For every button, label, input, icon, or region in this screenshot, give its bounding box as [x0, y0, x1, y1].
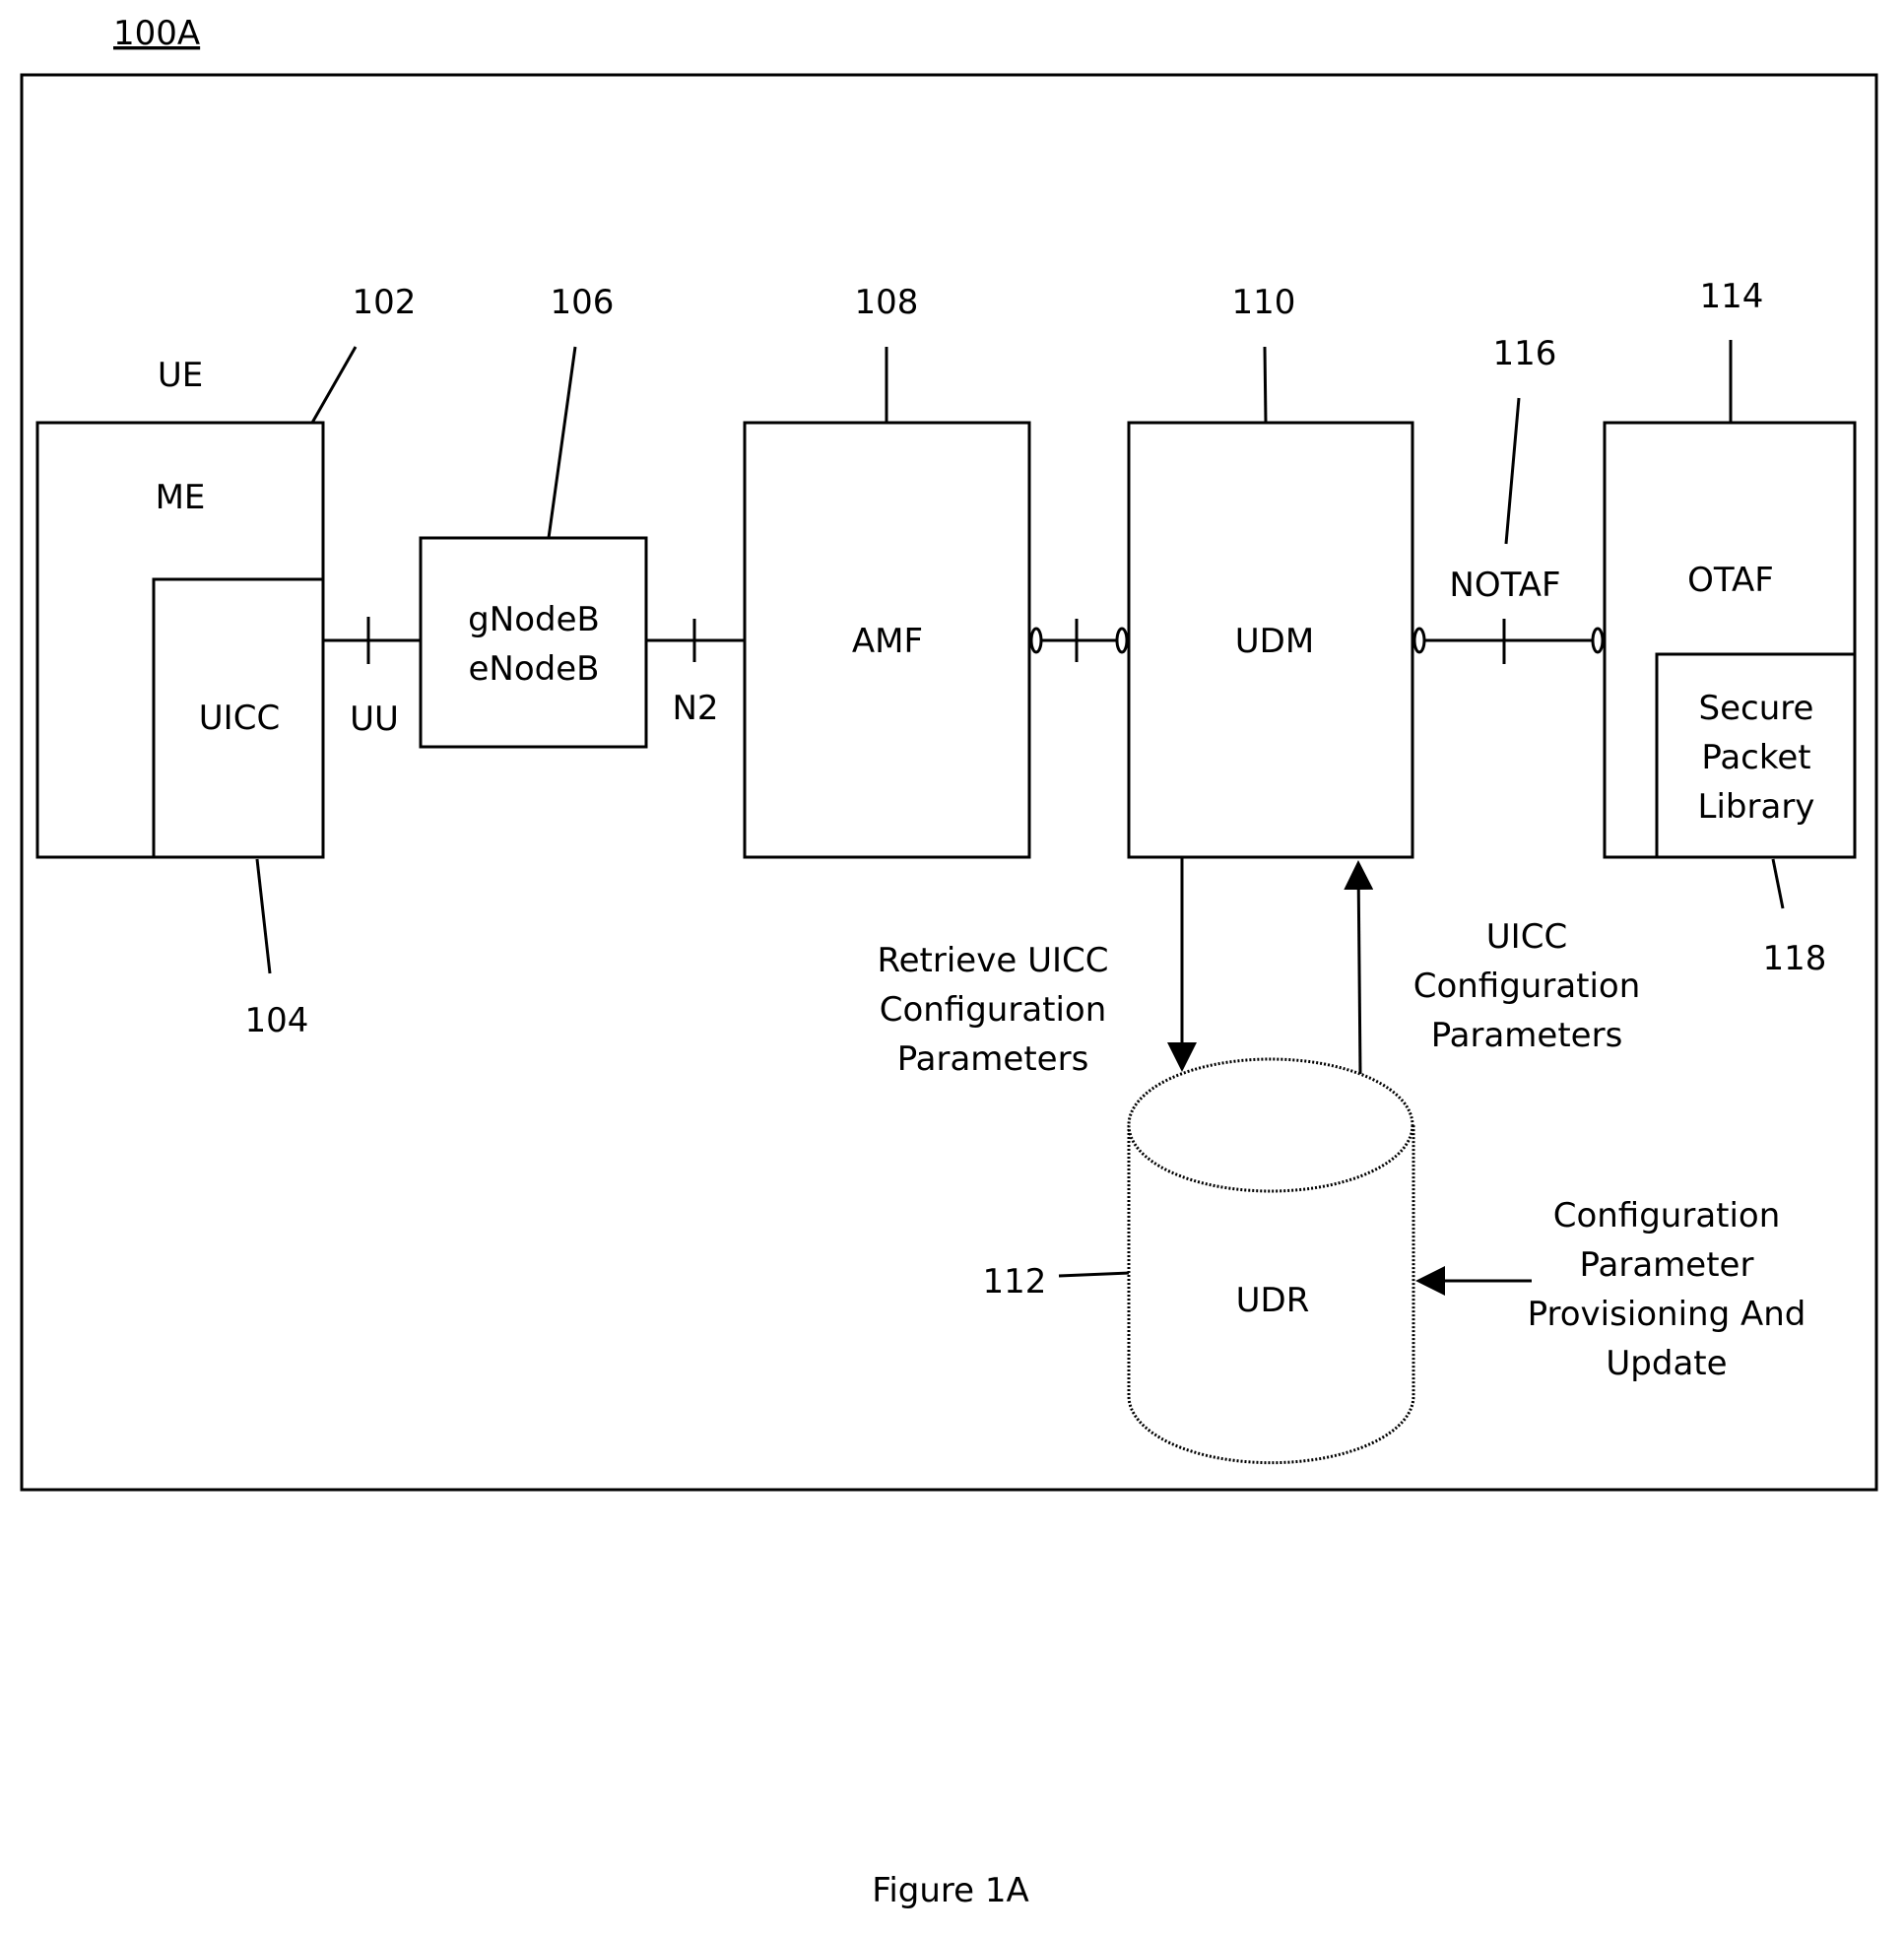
gnodeb-box [421, 538, 646, 747]
uu-label: UU [350, 700, 399, 739]
udm-ref-number: 110 [1232, 283, 1296, 322]
udr-label: UDR [1236, 1281, 1310, 1320]
retrieve-label-line-1: Retrieve UICC [878, 941, 1109, 980]
secure-packet-library-line-1: Secure [1699, 689, 1814, 728]
otaf-label: OTAF [1687, 561, 1774, 600]
enodeb-label: eNodeB [469, 649, 600, 689]
otaf-port-icon [1593, 629, 1603, 652]
config-params-line-1: UICC [1486, 917, 1567, 957]
gnodeb-label: gNodeB [468, 600, 600, 639]
retrieve-label-line-2: Configuration [880, 990, 1107, 1030]
spl-ref-number: 118 [1763, 939, 1827, 978]
otaf-ref-number: 114 [1700, 277, 1764, 316]
amf-label: AMF [852, 622, 923, 661]
uicc-label: UICC [199, 699, 280, 738]
config-params-arrow [1358, 863, 1360, 1074]
udr-ref-number: 112 [983, 1262, 1047, 1302]
notaf-label: NOTAF [1449, 566, 1560, 605]
secure-packet-library-line-3: Library [1698, 787, 1815, 827]
figure-id: 100A [113, 14, 200, 53]
udm-port-icon [1117, 629, 1127, 652]
provisioning-line-4: Update [1606, 1344, 1727, 1383]
udm-leader-line [1265, 347, 1266, 423]
figure-caption: Figure 1A [872, 1871, 1029, 1910]
config-params-line-3: Parameters [1431, 1016, 1623, 1055]
amf-ref-number: 108 [855, 283, 919, 322]
provisioning-line-1: Configuration [1553, 1196, 1781, 1235]
secure-packet-library-line-2: Packet [1701, 738, 1810, 777]
config-params-line-2: Configuration [1413, 967, 1641, 1006]
udr-cylinder-top [1129, 1059, 1412, 1191]
n2-label: N2 [672, 689, 718, 728]
provisioning-line-2: Parameter [1580, 1245, 1754, 1285]
amf-port-icon [1031, 629, 1041, 652]
notaf-ref-number: 116 [1493, 334, 1557, 373]
gnodeb-ref-number: 106 [551, 283, 615, 322]
me-label: ME [156, 478, 206, 517]
uicc-ref-number: 104 [245, 1001, 309, 1040]
udm-label: UDM [1235, 622, 1314, 661]
provisioning-line-3: Provisioning And [1528, 1295, 1806, 1334]
udm-notaf-port-icon [1414, 629, 1424, 652]
ue-ref-number: 102 [353, 283, 417, 322]
retrieve-label-line-3: Parameters [897, 1039, 1089, 1079]
ue-label: UE [158, 356, 203, 395]
